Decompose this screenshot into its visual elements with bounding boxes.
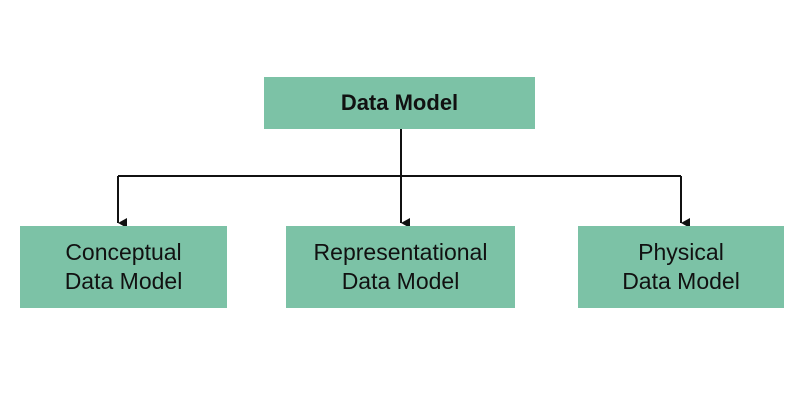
conceptual-data-model-node: Conceptual Data Model [20,226,227,308]
representational-data-model-label: Representational Data Model [313,239,488,294]
physical-data-model-label: Physical Data Model [622,239,740,294]
physical-data-model-node: Physical Data Model [578,226,784,308]
data-model-node: Data Model [264,77,535,129]
representational-data-model-node: Representational Data Model [286,226,515,308]
conceptual-data-model-label: Conceptual Data Model [64,239,183,294]
data-model-label: Data Model [340,90,459,115]
